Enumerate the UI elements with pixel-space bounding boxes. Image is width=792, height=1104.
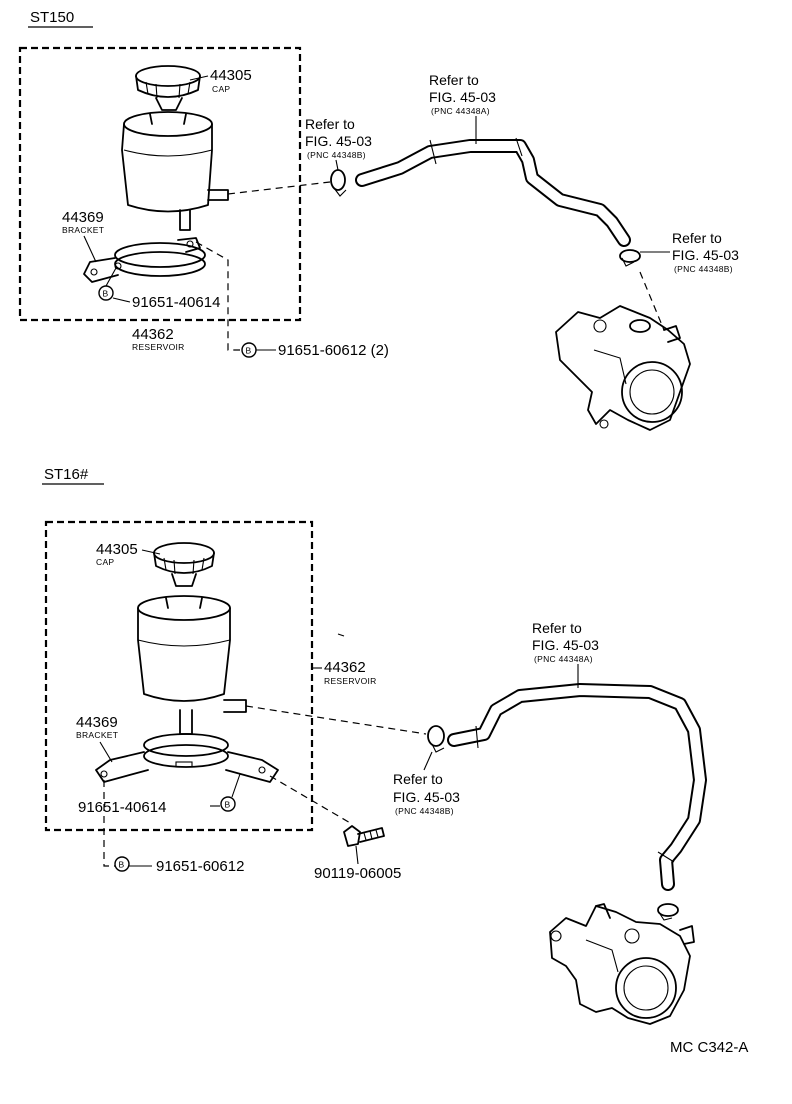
cap-name: CAP	[212, 84, 230, 94]
reservoir-assembly-box	[18, 46, 302, 322]
cap-name: CAP	[96, 557, 114, 567]
ref-clamp-line3: (PNC 44348B)	[395, 806, 454, 816]
reservoir-name: RESERVOIR	[324, 676, 377, 686]
ref-hose-line2: FIG. 45-03	[532, 637, 599, 653]
ref-clamp2-line2: FIG. 45-03	[672, 247, 739, 263]
bracket-part-icon	[83, 237, 206, 283]
section-heading-st16: ST16#	[44, 466, 89, 483]
cap-part-icon	[135, 65, 201, 111]
reservoir-name: RESERVOIR	[132, 342, 185, 352]
bolt-marker-icon	[114, 856, 130, 872]
bracket-pnc: 44369	[76, 714, 118, 731]
reservoir-part-icon	[121, 111, 229, 231]
hose-clamp-icon	[330, 169, 347, 197]
svg-text:B: B	[225, 800, 231, 810]
ref-clamp-line1: Refer to	[393, 771, 443, 787]
bolt-part-icon	[343, 825, 385, 847]
reservoir-assembly-box	[44, 520, 314, 832]
bolt-marker-icon	[220, 796, 236, 812]
ref-clamp1-line1: Refer to	[305, 116, 355, 132]
bolt-c-pnc: 90119-06005	[314, 865, 401, 882]
power-steering-pump-icon	[555, 305, 691, 431]
bracket-part-icon	[95, 733, 279, 783]
cap-pnc: 44305	[96, 541, 138, 558]
ref-hose-line1: Refer to	[532, 620, 582, 636]
hose-clamp-icon	[657, 903, 679, 921]
figure-code: MC C342-A	[670, 1039, 748, 1056]
return-hose-icon	[355, 137, 631, 247]
section-heading-st150: ST150	[30, 9, 74, 26]
ref-hose-line3: (PNC 44348A)	[534, 654, 593, 664]
ref-clamp1-line3: (PNC 44348B)	[307, 150, 366, 160]
ref-clamp2-line3: (PNC 44348B)	[674, 264, 733, 274]
svg-text:B: B	[103, 289, 109, 299]
cap-pnc: 44305	[210, 67, 252, 84]
hose-clamp-icon	[427, 725, 445, 753]
bracket-pnc: 44369	[62, 209, 104, 226]
ref-clamp2-line1: Refer to	[672, 230, 722, 246]
bracket-name: BRACKET	[76, 730, 118, 740]
bolt-a-pnc: 91651-40614	[132, 294, 220, 311]
pressure-hose-icon	[447, 683, 707, 891]
svg-text:B: B	[246, 346, 252, 356]
reservoir-pnc: 44362	[324, 659, 366, 676]
bolt-b-pnc: 91651-60612 (2)	[278, 342, 389, 359]
bracket-name: BRACKET	[62, 225, 104, 235]
ref-hose-line3: (PNC 44348A)	[431, 106, 490, 116]
section-st150: ST150 443	[18, 9, 739, 431]
section-st16: ST16# 44305	[42, 466, 707, 1025]
reservoir-pnc: 44362	[132, 326, 174, 343]
ref-clamp1-line2: FIG. 45-03	[305, 133, 372, 149]
power-steering-pump-icon	[549, 903, 695, 1025]
hose-clamp-icon	[619, 249, 641, 267]
ref-hose-line2: FIG. 45-03	[429, 89, 496, 105]
ref-clamp-line2: FIG. 45-03	[393, 789, 460, 805]
cap-part-icon	[153, 542, 215, 587]
reservoir-part-icon	[137, 595, 247, 735]
bolt-a-pnc: 91651-40614	[78, 799, 166, 816]
bolt-b-pnc: 91651-60612	[156, 858, 244, 875]
svg-text:B: B	[119, 860, 125, 870]
ref-hose-line1: Refer to	[429, 72, 479, 88]
